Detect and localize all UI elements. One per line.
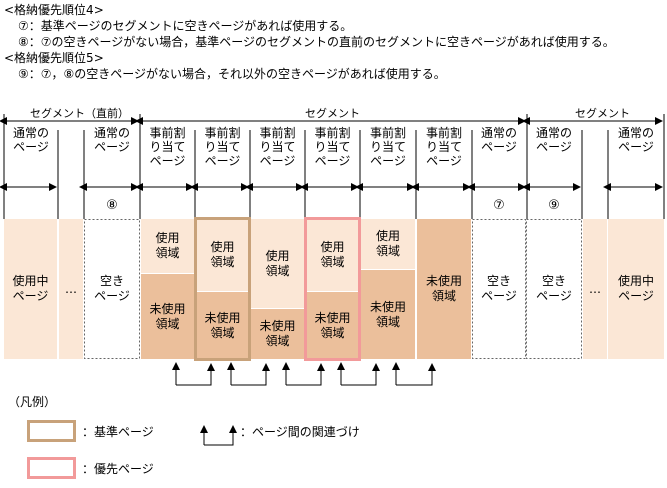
free-page-cell-3: 空き ページ — [526, 219, 582, 359]
used-page-left-cell: 使用中 ページ — [4, 219, 57, 359]
legend-priority-page-swatch — [27, 457, 76, 479]
column-separators — [3, 114, 665, 219]
unused-area-cell-5: 未使用 領域 — [361, 270, 415, 359]
used-area-cell-1: 使用 領域 — [141, 219, 194, 273]
unused-area-cell-2: 未使用 領域 — [196, 292, 249, 359]
priority-page-outline — [304, 217, 361, 361]
marker-7: ⑦ — [493, 198, 505, 213]
base-page-outline — [194, 217, 251, 361]
column-preallocated-page-2: 事前割 り当て ページ — [204, 126, 241, 168]
free-page-cell-2: 空き ページ — [472, 219, 526, 359]
column-preallocated-page-3: 事前割 り当て ページ — [259, 126, 296, 168]
column-preallocated-page-4: 事前割 り当て ページ — [314, 126, 351, 168]
rule-8-text: ⑧：⑦の空きページがない場合，基準ページのセグメントの直前のセグメントに空きペー… — [18, 35, 615, 49]
priority5-heading: <格納優先順位5> — [4, 51, 104, 65]
page-link-connectors — [172, 363, 432, 386]
used-area-cell-3: 使用 領域 — [251, 219, 304, 308]
unused-area-cell-6: 未使用 領域 — [417, 219, 471, 359]
column-normal-page-3: 通常の ページ — [480, 126, 517, 154]
column-preallocated-page-1: 事前割 り当て ページ — [149, 126, 186, 168]
segment-next-label: セグメント — [575, 107, 630, 120]
column-normal-page-2: 通常の ページ — [93, 126, 130, 154]
used-page-right-cell: 使用中 ページ — [608, 219, 664, 359]
ellipsis-left-cell: … — [59, 219, 83, 359]
column-preallocated-page-6: 事前割 り当て ページ — [425, 126, 462, 168]
legend-title: （凡例） — [8, 395, 57, 409]
legend-base-page-label: ：基準ページ — [82, 425, 154, 439]
free-page-cell-1: 空き ページ — [84, 219, 140, 359]
used-area-cell-4: 使用 領域 — [306, 219, 359, 291]
column-normal-page-1: 通常の ページ — [12, 126, 49, 154]
unused-area-cell-4: 未使用 領域 — [306, 292, 359, 359]
column-normal-page-4: 通常の ページ — [535, 126, 572, 154]
segment-main-label: セグメント — [305, 107, 360, 120]
used-area-cell-5: 使用 領域 — [361, 219, 415, 269]
column-preallocated-page-5: 事前割 り当て ページ — [369, 126, 406, 168]
ellipsis-right-cell: … — [583, 219, 607, 359]
priority4-heading: <格納優先順位4> — [4, 3, 104, 17]
legend-priority-page-label: ：優先ページ — [82, 462, 154, 476]
used-area-cell-2: 使用 領域 — [196, 219, 249, 291]
legend-base-page-swatch — [27, 420, 76, 442]
unused-area-cell-3: 未使用 領域 — [251, 309, 304, 359]
segment-prev-label: セグメント（直前） — [30, 107, 129, 120]
marker-8: ⑧ — [106, 198, 118, 213]
legend-link-icon — [200, 425, 237, 446]
free-page-dashed-borders — [84, 219, 582, 359]
marker-9: ⑨ — [548, 198, 560, 213]
rule-7-text: ⑦：基準ページのセグメントに空きページがあれば使用する。 — [18, 19, 353, 33]
unused-area-cell-1: 未使用 領域 — [141, 274, 194, 359]
legend-link-label: ：ページ間の関連づけ — [240, 425, 360, 439]
column-normal-page-5: 通常の ページ — [617, 126, 654, 154]
rule-9-text: ⑨：⑦，⑧の空きページがない場合，それ以外の空きページがあれば使用する。 — [18, 67, 446, 81]
